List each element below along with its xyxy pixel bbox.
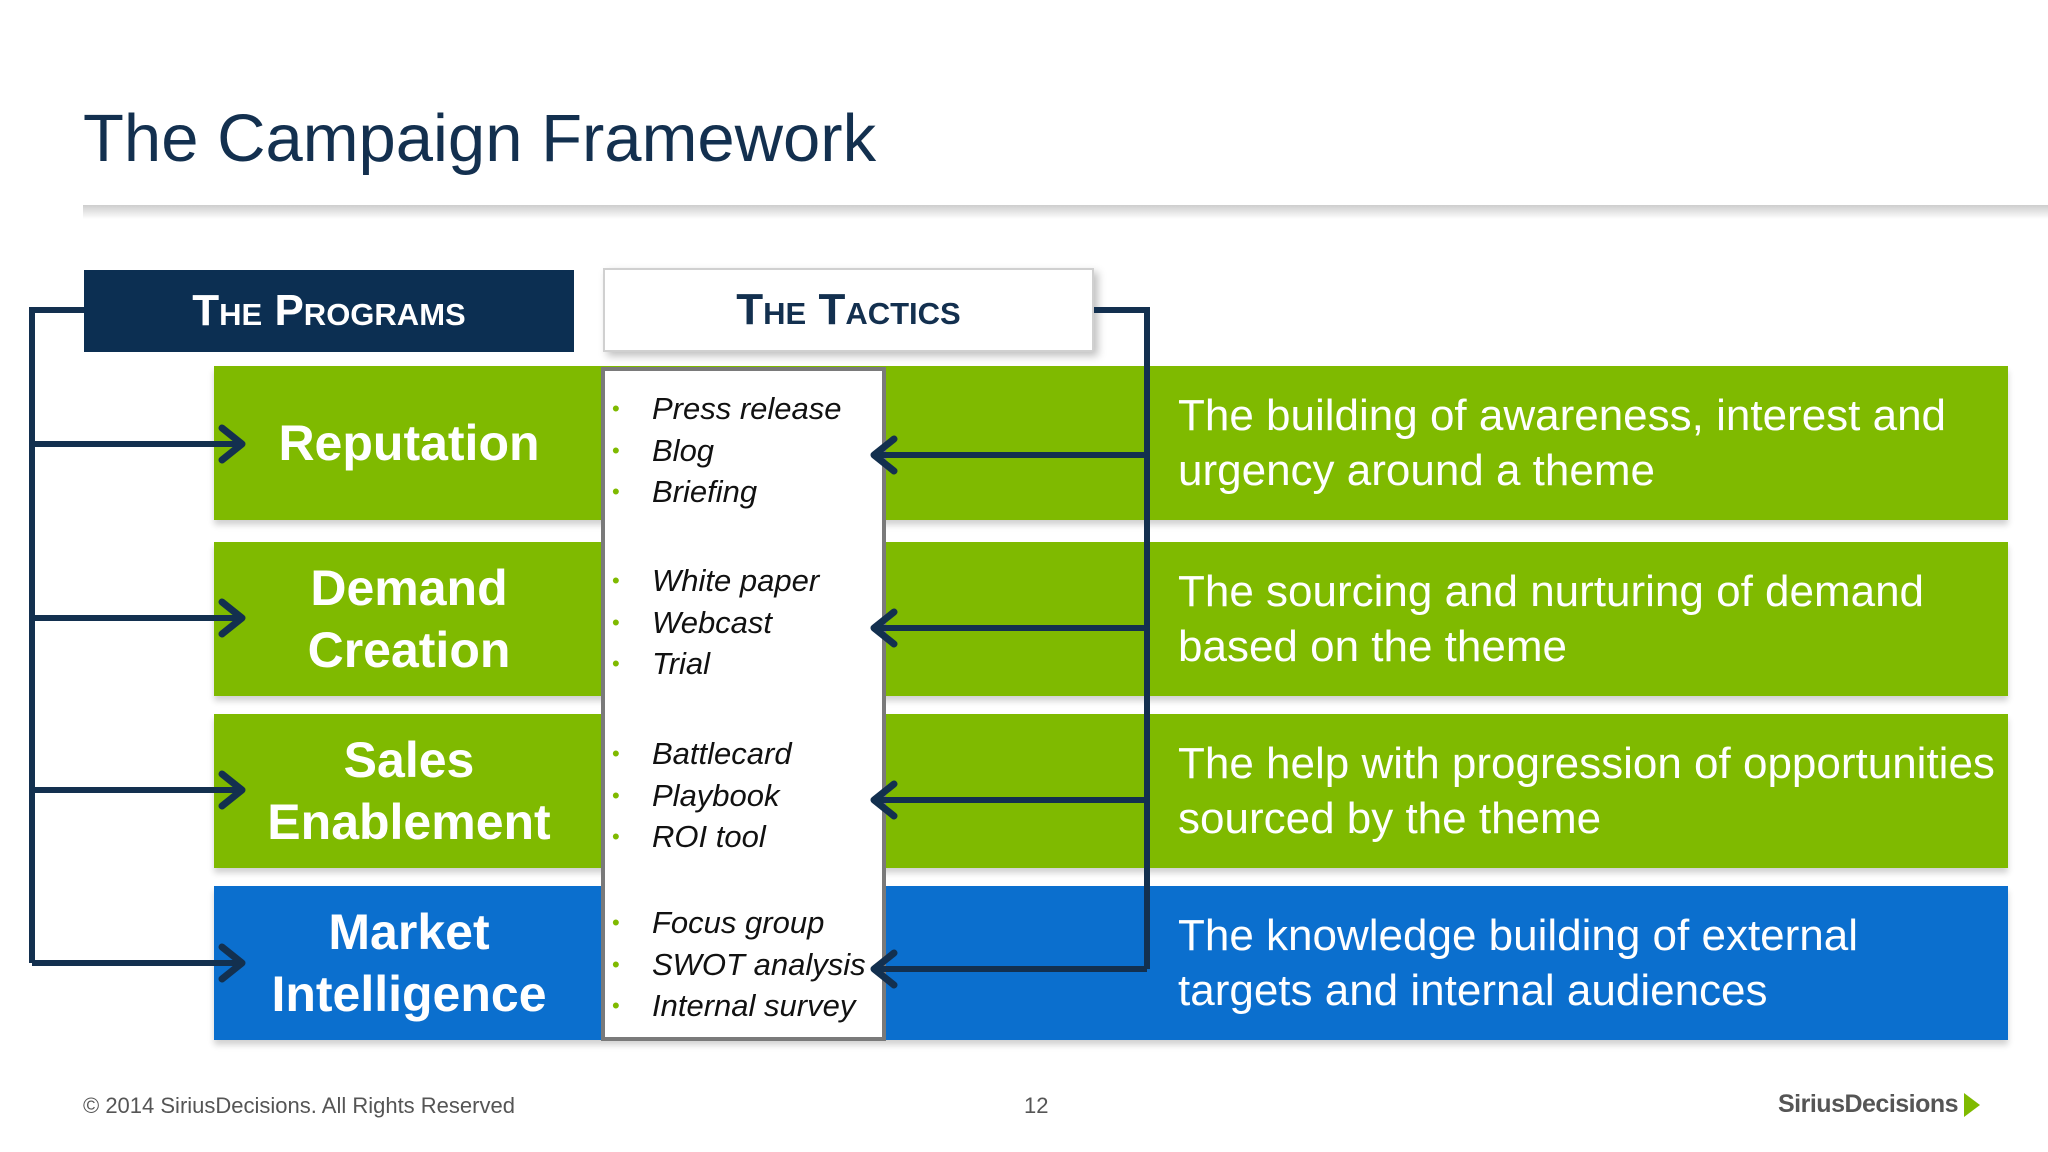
program-description: The knowledge building of external targe… — [1178, 911, 1859, 1015]
bullet-icon: • — [612, 951, 620, 977]
tactic-item: •Playbook — [612, 775, 792, 817]
tactic-item: •Focus group — [612, 902, 866, 944]
program-row-sales-enablement: Sales Enablement The help with progressi… — [214, 714, 2008, 868]
tactic-item: •Briefing — [612, 471, 842, 513]
title-divider — [83, 205, 2048, 219]
program-label: Market Intelligence — [271, 904, 547, 1022]
logo-chevron-icon — [1964, 1092, 1981, 1117]
page-title: The Campaign Framework — [83, 101, 877, 176]
tactics-header: The Tactics — [603, 268, 1094, 352]
tactics-list-sales-enablement: •Battlecard •Playbook •ROI tool — [612, 733, 792, 858]
program-label: Sales Enablement — [267, 732, 551, 850]
program-row-reputation: Reputation The building of awareness, in… — [214, 366, 2008, 520]
tactics-list-market-intelligence: •Focus group •SWOT analysis •Internal su… — [612, 902, 866, 1027]
logo-text: SiriusDecisions — [1778, 1090, 1959, 1118]
tactic-item: •Press release — [612, 388, 842, 430]
tactics-list-reputation: •Press release •Blog •Briefing — [612, 388, 842, 513]
program-row-market-intelligence: Market Intelligence The knowledge buildi… — [214, 886, 2008, 1040]
left-connector-line — [29, 307, 84, 963]
bullet-icon: • — [612, 993, 620, 1018]
tactics-column — [601, 367, 886, 1041]
bullet-icon: • — [612, 396, 620, 421]
bullet-icon: • — [612, 437, 620, 463]
tactic-item: •Internal survey — [612, 985, 866, 1027]
tactic-item: •ROI tool — [612, 816, 792, 858]
tactic-item: •Webcast — [612, 602, 819, 644]
copyright-notice: © 2014 SiriusDecisions. All Rights Reser… — [83, 1093, 515, 1118]
program-description: The sourcing and nurturing of demand bas… — [1178, 567, 1925, 671]
bullet-icon: • — [612, 609, 620, 635]
tactic-item: •Blog — [612, 430, 842, 472]
bullet-icon: • — [612, 824, 620, 849]
program-description: The building of awareness, interest and … — [1178, 391, 1947, 495]
bullet-icon: • — [612, 568, 620, 593]
program-description: The help with progression of opportuniti… — [1178, 739, 1995, 843]
page-number: 12 — [1024, 1093, 1049, 1118]
tactic-item: •White paper — [612, 560, 819, 602]
bullet-icon: • — [612, 651, 620, 676]
logo: SiriusDecisions — [1778, 1090, 1982, 1119]
programs-header: The Programs — [84, 270, 574, 352]
bullet-icon: • — [612, 782, 620, 808]
bullet-icon: • — [612, 741, 620, 766]
program-label: Demand Creation — [307, 560, 511, 678]
tactics-list-demand-creation: •White paper •Webcast •Trial — [612, 560, 819, 685]
program-row-demand-creation: Demand Creation The sourcing and nurturi… — [214, 542, 2008, 696]
program-label: Reputation — [278, 415, 540, 471]
tactic-item: •Trial — [612, 643, 819, 685]
bullet-icon: • — [612, 910, 620, 935]
tactic-item: •Battlecard — [612, 733, 792, 775]
tactic-item: •SWOT analysis — [612, 944, 866, 986]
bullet-icon: • — [612, 479, 620, 504]
